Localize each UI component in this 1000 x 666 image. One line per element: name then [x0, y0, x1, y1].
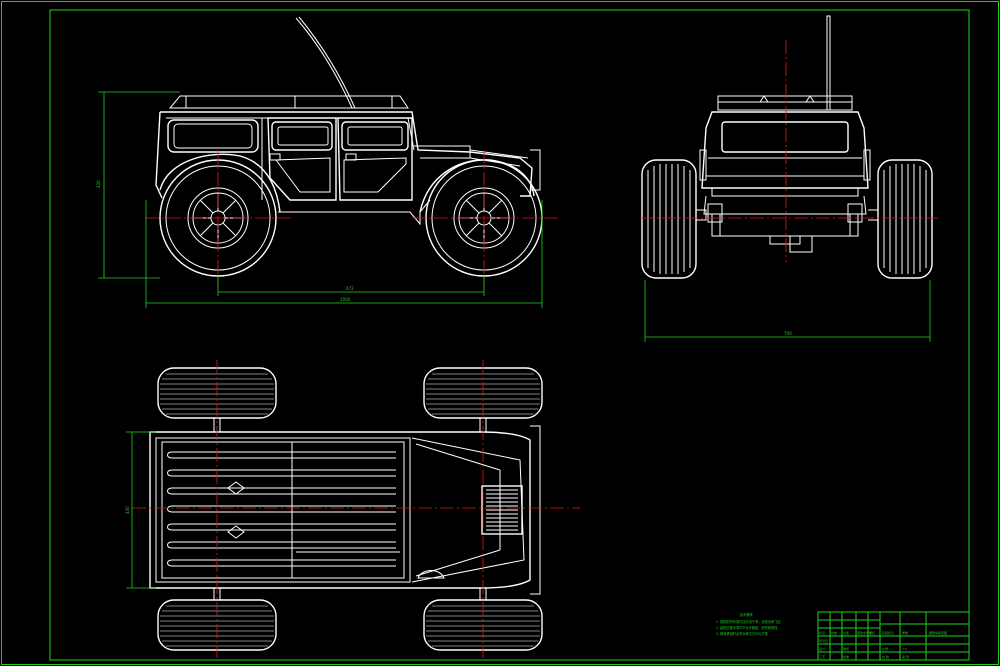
tb-label-1: 处数 — [831, 630, 837, 635]
left-wheel-front — [641, 159, 707, 279]
top-body-outline — [149, 431, 531, 589]
drawing-name: 越野车装配图 — [929, 630, 947, 635]
tb-scale: 1:5 — [902, 647, 907, 651]
side-view: 430 472 1000 — [96, 16, 558, 308]
front-door — [337, 117, 413, 201]
front-body — [701, 111, 869, 189]
tb-label-5: 年月日 — [819, 638, 828, 643]
tb-label-3: 更改文件号 — [857, 630, 872, 635]
inner-border — [49, 9, 970, 661]
body-outline — [155, 111, 533, 199]
windshield — [721, 121, 849, 153]
emblem-top — [227, 481, 245, 495]
notes-line-2: 2. 装配过程中零件不允许磕碰、划伤和锈蚀 — [716, 625, 778, 630]
tb-label-2: 分区 — [843, 630, 849, 635]
tb-label-12: 比例 — [882, 646, 888, 651]
top-view: 430 — [125, 360, 580, 658]
tb-label-13: 共 张 — [882, 654, 889, 659]
top-dimensions: 430 — [125, 431, 156, 589]
tb-label-11: 重量 — [902, 630, 908, 635]
front-view: 700 — [640, 15, 938, 342]
side-dimensions: 430 472 1000 — [96, 91, 543, 308]
antenna — [295, 17, 353, 109]
rear-window — [167, 119, 259, 153]
tb-label-4: 签名 — [869, 630, 875, 635]
roof-ribs — [172, 451, 396, 567]
rear-door — [267, 117, 337, 201]
notes-heading: 技术要求 — [740, 612, 754, 617]
hood-vent — [481, 485, 523, 535]
front-dimensions: 700 — [644, 280, 931, 342]
tb-label-7: 审核 — [843, 646, 849, 651]
title-block: 越野车装配图 标记 处数 分区 更改文件号 签名 年月日 设计 审核 工艺 批准… — [817, 611, 970, 661]
right-wheel-front — [868, 159, 933, 279]
rear-door-window — [271, 121, 333, 151]
dim-front-width: 700 — [784, 331, 792, 336]
notes-line-3: 3. 螺栓紧固时必须对称交叉均匀拧紧 — [716, 631, 768, 636]
roof-rack — [168, 95, 409, 109]
tb-label-10: 阶段标记 — [882, 630, 894, 635]
emblem-bottom — [227, 525, 245, 539]
tb-label-14: 第 张 — [902, 654, 909, 659]
tb-label-0: 标记 — [819, 630, 825, 635]
dim-side-height: 430 — [96, 180, 101, 188]
dim-wheelbase: 472 — [346, 286, 354, 291]
tb-label-8: 工艺 — [819, 654, 825, 659]
dim-top-width: 430 — [125, 506, 130, 514]
tb-label-9: 批准 — [843, 654, 849, 659]
notes-line-1: 1. 装配前所有零件应清洗干净，去除毛刺飞边 — [716, 619, 781, 624]
front-door-window — [341, 121, 409, 151]
technical-notes: 技术要求 1. 装配前所有零件应清洗干净，去除毛刺飞边 2. 装配过程中零件不允… — [716, 612, 781, 636]
tb-label-6: 设计 — [819, 646, 825, 651]
dim-side-length: 1000 — [340, 297, 351, 302]
